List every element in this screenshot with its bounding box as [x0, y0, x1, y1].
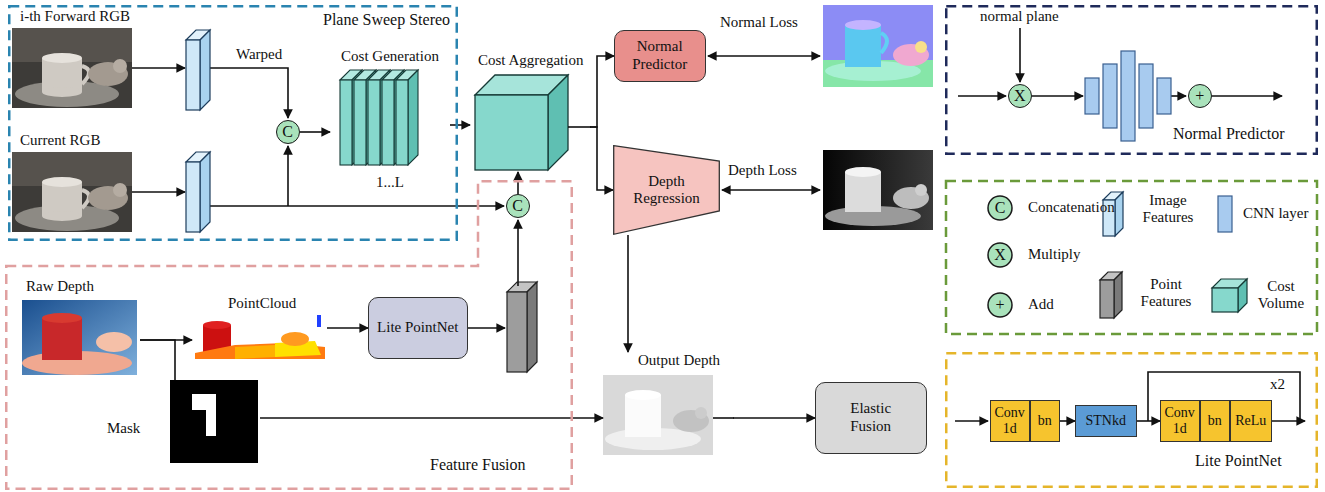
connector — [1060, 420, 1075, 422]
node-text: ReLu — [1231, 413, 1271, 429]
annotation-label: Depth Loss — [728, 162, 797, 179]
concat-op: C — [276, 120, 300, 144]
node-text: bn — [1031, 413, 1059, 429]
connector — [590, 127, 613, 190]
region-outline — [5, 180, 573, 490]
annotation-label: Normal Loss — [720, 14, 798, 31]
legend-text: CNN layer — [1243, 205, 1308, 222]
connector — [590, 56, 614, 127]
node-text: Normal Predictor — [1173, 125, 1285, 143]
symbol-letter: X — [988, 246, 1012, 264]
node-text: Conv 1d — [1161, 405, 1199, 437]
annotation-label: Warped — [236, 46, 282, 63]
layer-box: ReLu — [1230, 400, 1272, 442]
node-text: STNkd — [1076, 413, 1136, 429]
node-text: Elastic Fusion — [839, 400, 903, 435]
legend-text: Concatenation — [1028, 199, 1115, 216]
annotation-label: normal plane — [980, 8, 1059, 25]
connector — [1137, 420, 1160, 422]
region-frame: Normal Predictor X + — [945, 5, 1318, 155]
connector — [517, 172, 519, 194]
node-text: Conv 1d — [991, 405, 1029, 437]
connector — [450, 124, 470, 126]
node-text: Lite PointNet — [371, 319, 465, 336]
symbol-letter: C — [988, 199, 1012, 217]
image-panel: Raw Depth — [20, 278, 140, 378]
node-text: i-th Forward RGB — [20, 8, 130, 25]
point-cloud: PointCloud — [192, 295, 327, 363]
image-panel: Mask — [105, 380, 260, 465]
symbol-letter: + — [988, 296, 1012, 314]
region-outline — [8, 5, 458, 241]
node-text: bn — [1201, 413, 1229, 429]
layer-box: Conv 1d — [990, 400, 1030, 442]
legend-text: Image Features — [1128, 192, 1208, 227]
add-op: + — [1188, 84, 1212, 108]
node-text: C — [278, 123, 298, 141]
process-box: Lite PointNet — [368, 297, 468, 359]
node-text: Mask — [107, 420, 140, 437]
node-text: Feature Fusion — [430, 456, 526, 474]
region-frame: Feature Fusion Raw DepthPointCloudLite Po… — [5, 180, 573, 490]
connector — [733, 417, 815, 419]
region-frame: Lite PointNetConv 1dbnSTNkdConv 1dbnReLu — [945, 352, 1318, 488]
node-text: + — [1190, 87, 1210, 105]
image-panel: Current RGB — [12, 132, 137, 232]
connector — [327, 327, 368, 329]
concat-op: C — [506, 194, 530, 218]
cost-volume: Cost Aggregation — [470, 52, 590, 172]
legend-text: Multiply — [1028, 246, 1081, 263]
layer-box: bn — [1030, 400, 1060, 442]
connector — [260, 417, 603, 419]
process-box: Normal Predictor — [614, 30, 706, 82]
node-text: Output Depth — [638, 352, 720, 369]
legend-text: Add — [1028, 296, 1054, 313]
annotation-label: x2 — [1270, 376, 1285, 393]
image-panel: i-th Forward RGB — [12, 8, 137, 108]
image-panel: Output Depth — [603, 352, 733, 457]
node-text: Cost Aggregation — [478, 52, 583, 69]
node-text: Raw Depth — [26, 278, 94, 295]
region-frame: Plane Sweep Stereo i-th Forward RGB Curren… — [8, 5, 458, 241]
connector — [627, 235, 629, 352]
node-text: X — [1010, 87, 1030, 105]
connector — [140, 340, 175, 380]
legend-text: Cost Volume — [1250, 278, 1312, 313]
layer-box: Conv 1d — [1160, 400, 1200, 442]
regression-block: Depth Regression — [613, 145, 720, 235]
node-text: Cost Generation — [330, 48, 450, 65]
layer-box: bn — [1200, 400, 1230, 442]
connector — [300, 131, 330, 133]
node-text: PointCloud — [228, 295, 296, 312]
node-text: Depth Regression — [625, 173, 709, 208]
legend-text: Point Features — [1126, 276, 1206, 311]
node-text: 1...L — [330, 174, 450, 191]
cost-generation: Cost Generation 1...L — [330, 48, 450, 193]
node-text: Current RGB — [20, 132, 100, 149]
process-box: Elastic Fusion — [815, 382, 927, 454]
node-text: Normal Predictor — [620, 38, 700, 73]
node-text: Lite PointNet — [1195, 452, 1282, 470]
node-text: C — [508, 197, 528, 215]
layer-box: STNkd — [1075, 405, 1137, 437]
node-text: Plane Sweep Stereo — [323, 11, 450, 29]
multiply-op: X — [1008, 84, 1032, 108]
